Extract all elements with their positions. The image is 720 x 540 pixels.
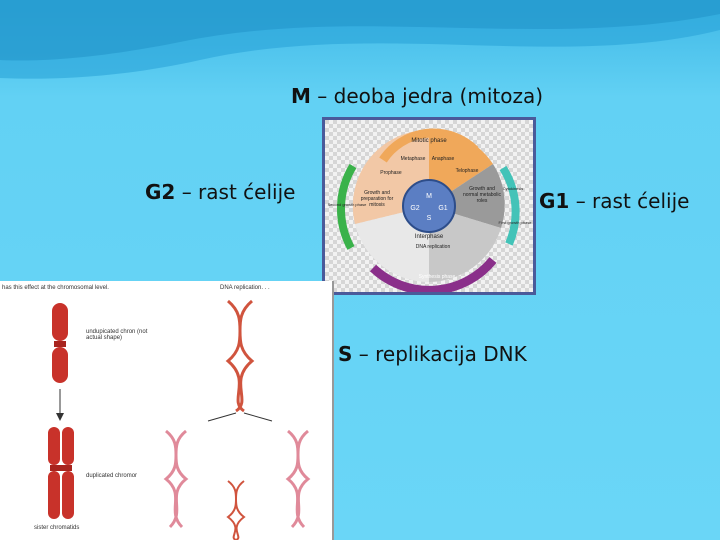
caption-duplicated: duplicated chromor (86, 473, 138, 479)
arrow-right (243, 412, 273, 422)
caption-top-right: DNA replication. . . (220, 285, 270, 291)
cell-cycle-diagram: M G2 G1 S Interphase Mitotic phase Metap… (322, 117, 536, 295)
caption-sister: sister chromatids (34, 525, 80, 531)
caption-top-left: has this effect at the chromosomal level… (2, 285, 109, 291)
dna-helix-parent (225, 299, 255, 413)
center-interphase: Interphase (415, 234, 444, 240)
label-g1-key: G1 (539, 189, 570, 213)
dna-illustration (48, 299, 311, 540)
center-s: S (427, 215, 432, 222)
center-g1: G1 (438, 205, 447, 212)
label-g1-phase: G1 – rast ćelije (539, 189, 689, 213)
label-g2-phase: G2 – rast ćelije (145, 180, 295, 204)
label-first-growth: First growth phase (499, 220, 533, 225)
label-metaphase: Metaphase (401, 156, 426, 162)
label-g2-key: G2 (145, 180, 176, 204)
label-s-desc-wrap: DNA replication (415, 244, 451, 250)
cell-cycle-wheel: M G2 G1 S Interphase Mitotic phase Metap… (325, 120, 533, 295)
interphase-core (402, 179, 456, 233)
dna-helix-bottom (226, 480, 246, 540)
label-g1-desc: Growth and normal metabolic roles (462, 186, 502, 204)
label-s-phase: S – replikacija DNK (338, 342, 527, 366)
segment-cytokinesis (429, 164, 505, 228)
label-s-key: S (338, 342, 353, 366)
caption-unduplicated: undupicated chron (not actual shape) (86, 329, 148, 341)
unduplicated-chromosome (52, 303, 68, 383)
arrow-down-head (56, 413, 64, 421)
label-g2-desc-wrap: Growth and preparation for mitosis (360, 190, 394, 208)
arrow-g2 (337, 163, 357, 250)
label-telophase: Telophase (456, 168, 479, 174)
label-g1-text: – rast ćelije (569, 189, 690, 213)
label-prophase: Prophase (380, 170, 402, 176)
label-g2-text: – rast ćelije (175, 180, 296, 204)
label-synthesis: Synthesis phase (419, 274, 456, 280)
center-g2: G2 (410, 205, 419, 212)
label-second-growth: Second growth phase (328, 202, 367, 207)
center-m: M (426, 193, 432, 200)
dna-replication-panel: has this effect at the chromosomal level… (0, 281, 334, 540)
label-g1-desc-wrap: Growth and normal metabolic roles (462, 186, 502, 204)
label-m-text: – deoba jedra (mitoza) (310, 84, 544, 108)
label-cytokinesis: Cytokinesis (503, 186, 523, 191)
arrow-left (207, 412, 237, 422)
label-m-key: M (291, 84, 311, 108)
label-s-desc: DNA replication (415, 244, 451, 250)
label-anaphase: Anaphase (432, 156, 455, 162)
duplicated-chromosome (48, 427, 74, 519)
dna-helix-right (285, 429, 311, 529)
arrow-g1 (499, 165, 520, 246)
label-s-text: – replikacija DNK (352, 342, 527, 366)
label-g2-desc: Growth and preparation for mitosis (360, 190, 394, 208)
dna-helix-left (163, 429, 189, 529)
label-mitotic-phase: Mitotic phase (411, 138, 447, 144)
arrow-mitotic (379, 128, 479, 163)
header-wave-decoration (0, 0, 720, 79)
label-m-phase: M – deoba jedra (mitoza) (291, 84, 543, 108)
arrow-synthesis (369, 257, 497, 295)
